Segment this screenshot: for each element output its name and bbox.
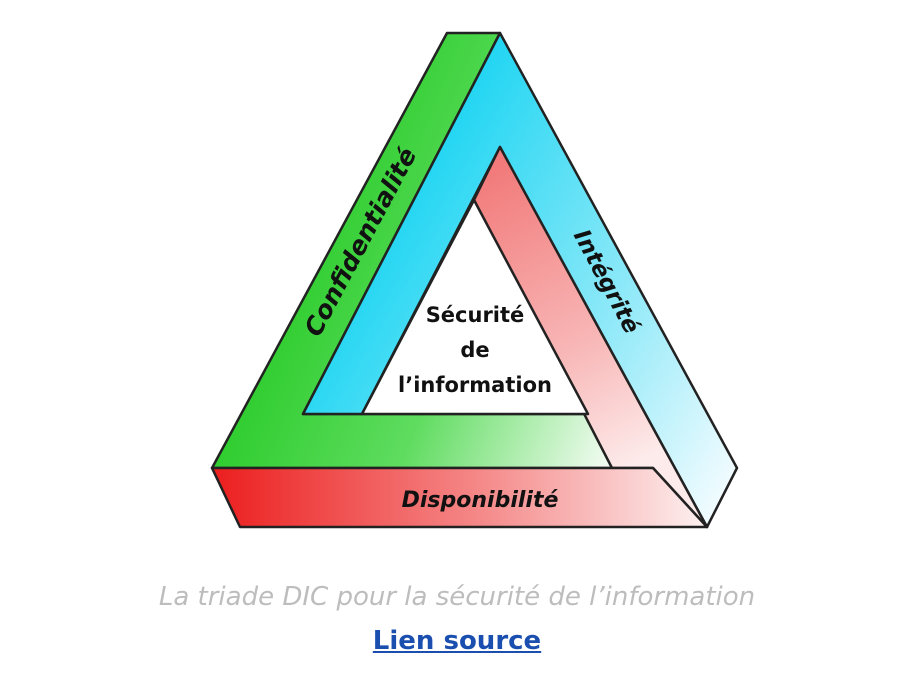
center-triangle <box>360 198 590 416</box>
center-label-line2: de <box>460 338 489 362</box>
availability-label: Disponibilité <box>402 488 559 513</box>
center-label-line1: Sécurité <box>426 303 525 327</box>
center-label-line3: l’information <box>398 373 552 397</box>
figure-caption: La triade DIC pour la sécurité de l’info… <box>158 582 756 612</box>
availability-band <box>210 466 709 529</box>
source-link[interactable]: Lien source <box>372 626 542 656</box>
cia-triad-diagram: Confidentialité Intégrité Disponibilité … <box>210 31 739 529</box>
